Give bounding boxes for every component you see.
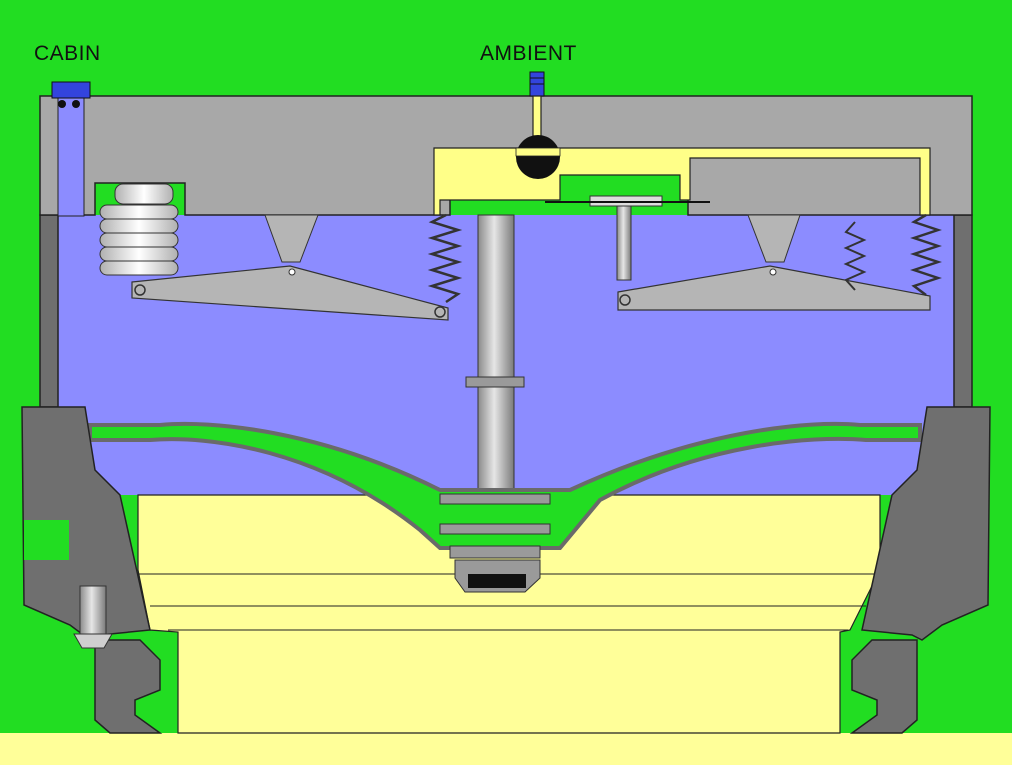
poppet-pin [616,205,632,281]
stem-washer-2 [439,523,551,535]
stem-washer-1 [439,493,551,505]
left-base-casting [21,406,151,641]
stem-washer-3 [449,545,541,559]
o-ring-left [58,100,66,108]
stem-seal [468,574,526,588]
left-wall [39,214,59,408]
right-small-spring [843,221,867,291]
right-lever [617,265,931,311]
pressure-passage [433,95,931,216]
aneroid-bellows [99,204,179,276]
right-fulcrum [747,214,801,263]
right-wall [953,214,973,408]
restrictor [516,135,560,179]
cabin-fitting [51,81,91,99]
ambient-label: AMBIENT [480,42,577,65]
cabin-port-channel [57,95,85,217]
outflow-bottom [0,733,1012,765]
bellows-cap [114,183,174,205]
right-base-casting [861,406,991,641]
cabin-label: CABIN [34,42,101,65]
left-spring [427,213,463,304]
diaphragm [88,421,922,550]
left-flange [94,639,163,734]
o-ring-right [72,100,80,108]
right-spring [910,213,942,296]
mounting-screw [79,585,107,635]
left-fulcrum [264,214,319,263]
left-lever [131,265,449,321]
right-flange [849,639,918,734]
left-port-gap [24,520,69,560]
stem-collar [465,376,525,388]
